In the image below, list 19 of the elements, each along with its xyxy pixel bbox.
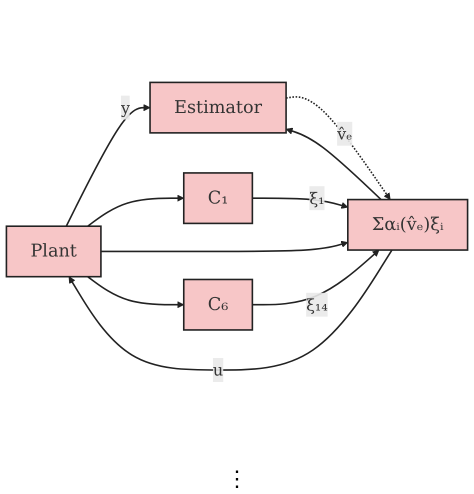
edge-label: u xyxy=(212,360,224,380)
edge-label: y xyxy=(120,98,130,118)
node-box: C₆ xyxy=(182,278,254,331)
arrow xyxy=(286,96,391,200)
node-box: Estimator xyxy=(149,81,287,134)
node-box: Plant xyxy=(6,225,102,278)
arrow xyxy=(87,276,184,308)
arrow xyxy=(66,104,150,226)
node-box: Σαᵢ(v̂ₑ)ξᵢ xyxy=(347,198,468,251)
edge-label: ξ₁ xyxy=(309,188,325,208)
ellipsis-label: ⋮ xyxy=(226,467,248,492)
node-box: C₁ xyxy=(182,172,254,224)
arrow xyxy=(286,127,382,200)
arrow xyxy=(68,249,393,371)
edge-label: v̂ₑ xyxy=(337,124,352,144)
arrow xyxy=(87,194,184,227)
edge-label: ξ₁₄ xyxy=(306,294,328,314)
arrow xyxy=(100,240,348,252)
arrow xyxy=(252,250,380,306)
